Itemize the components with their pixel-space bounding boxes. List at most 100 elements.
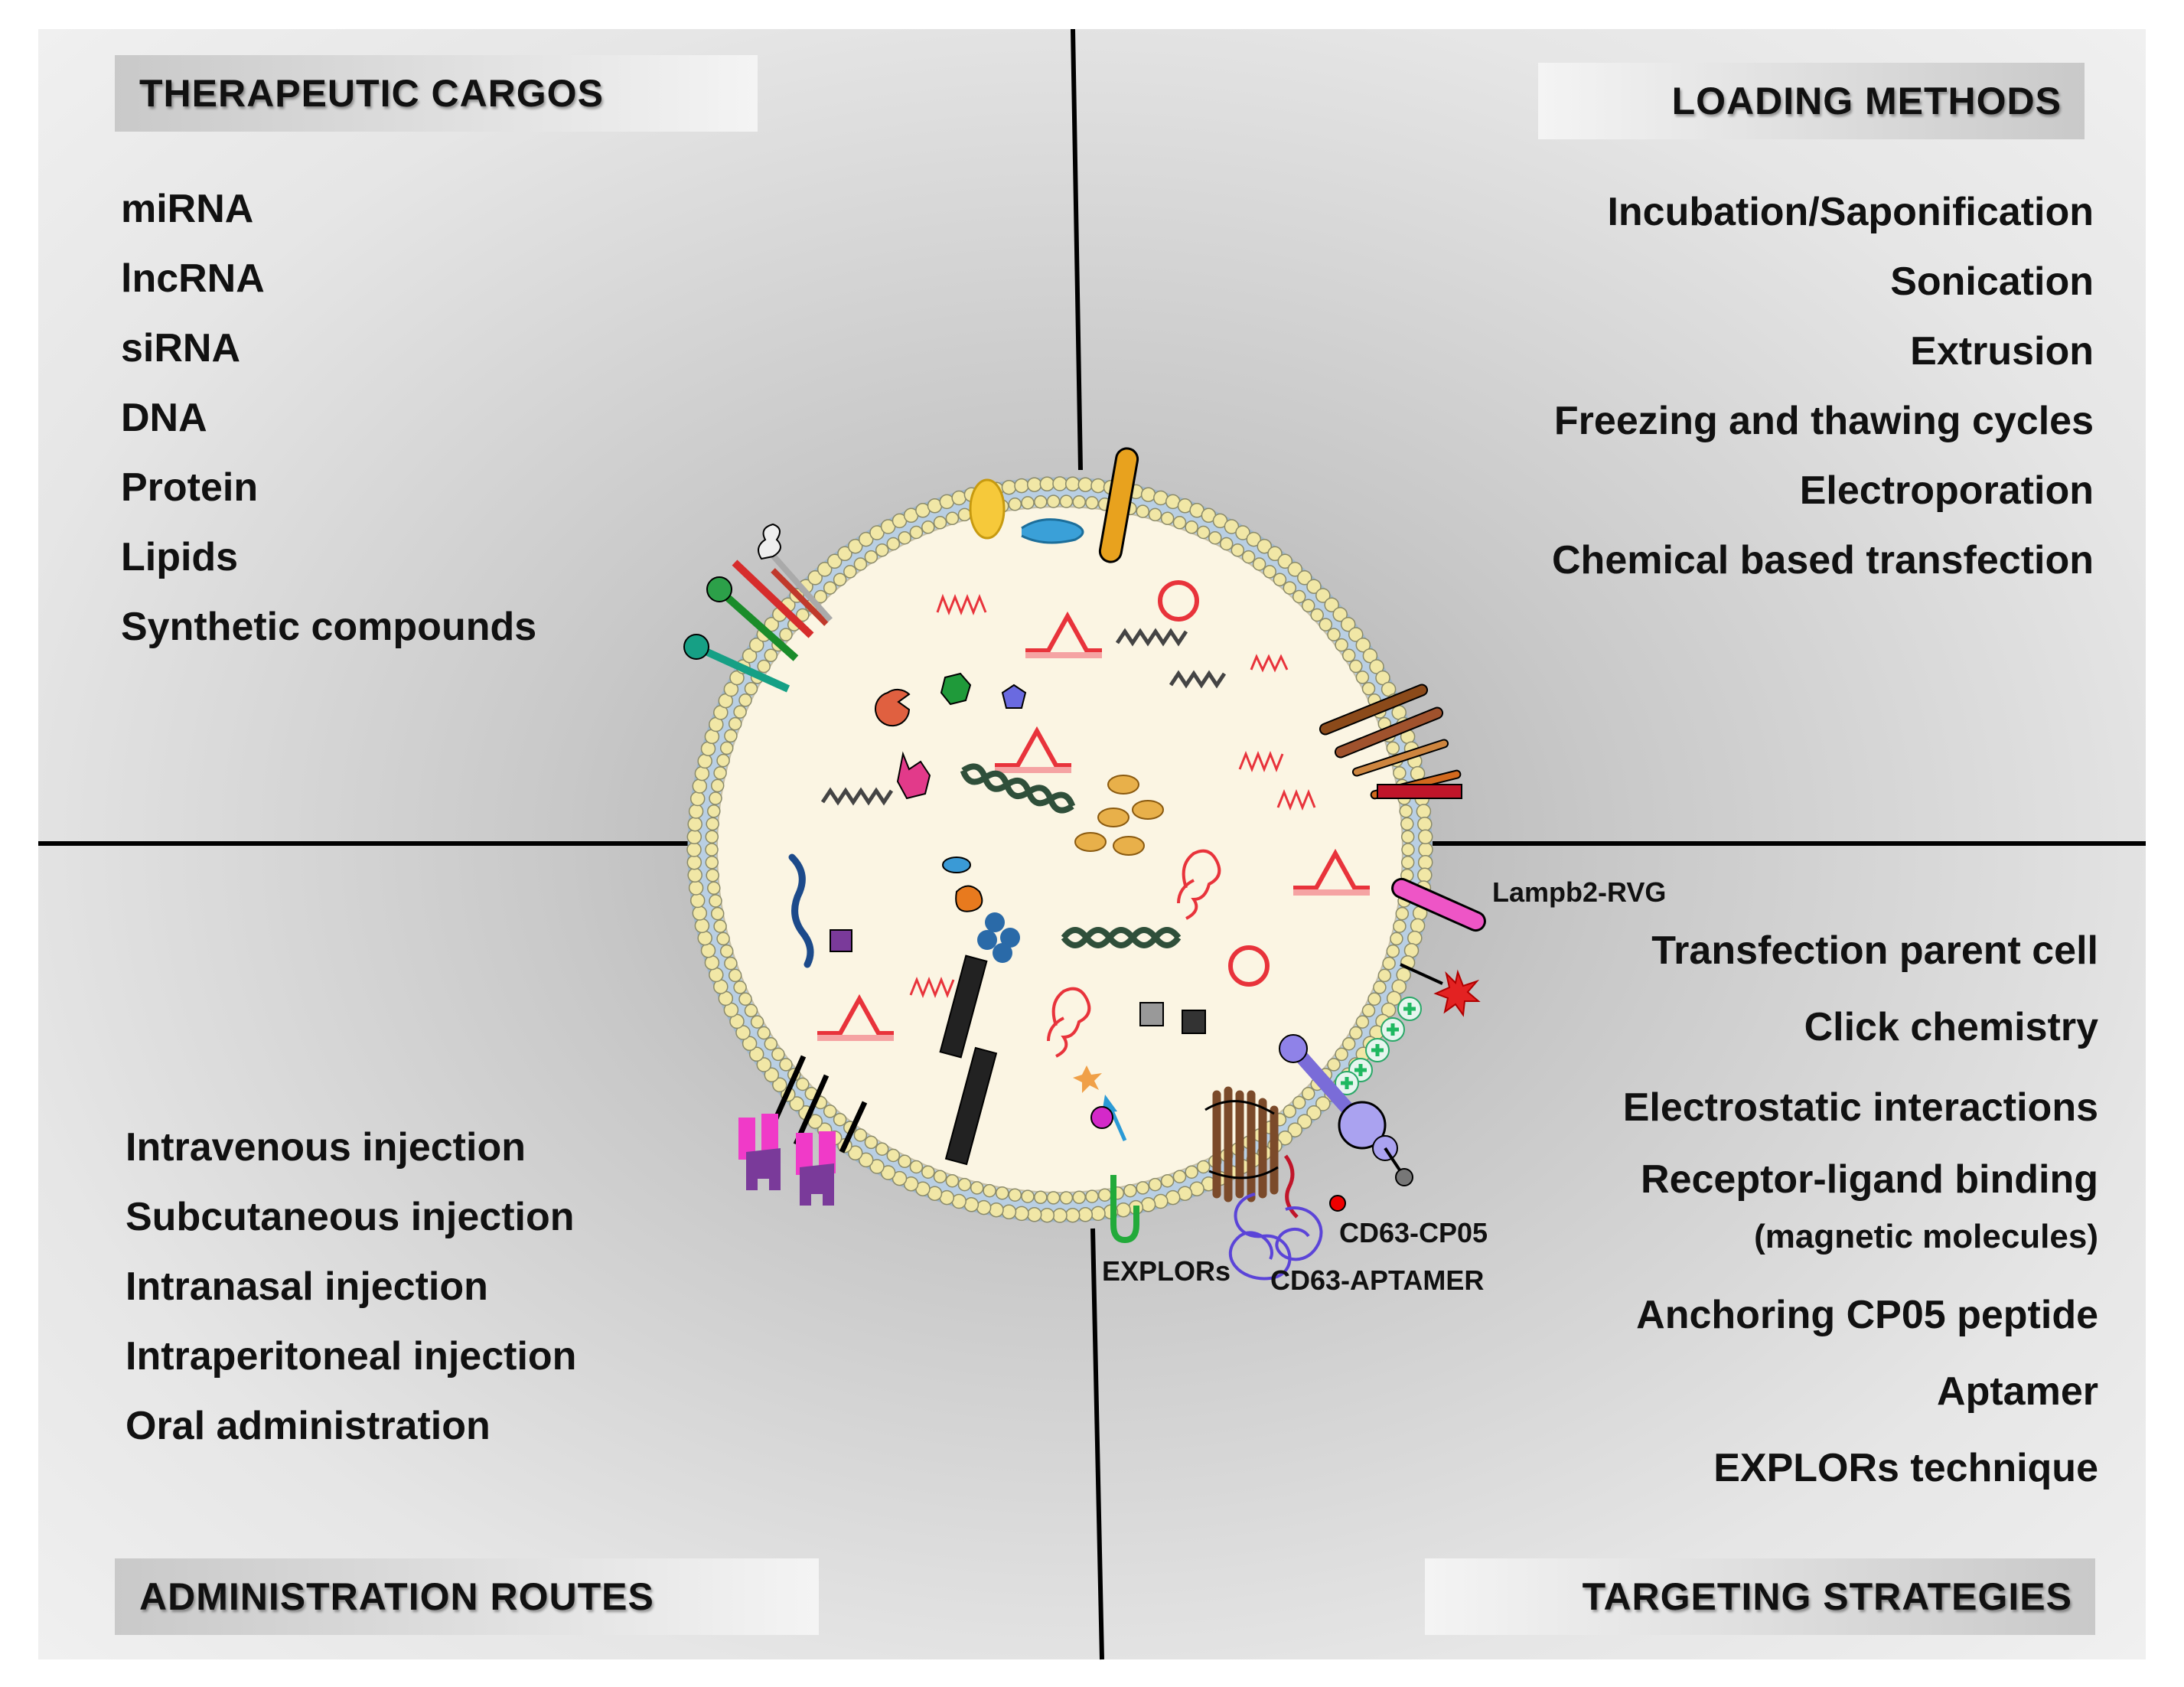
lipid-head — [729, 670, 745, 686]
star-icon — [1073, 1065, 1102, 1093]
lipid-head — [1116, 1202, 1131, 1218]
protein-cluster-icon — [985, 912, 1005, 932]
lipid-head — [858, 1152, 874, 1168]
lipid-head — [1153, 1193, 1169, 1209]
lipid-head — [1341, 1036, 1356, 1051]
lipid-head — [771, 1047, 785, 1062]
lipid-head — [1301, 599, 1315, 613]
lipid-head — [713, 766, 727, 780]
targeting-strategies-header: TARGETING STRATEGIES — [1425, 1558, 2095, 1635]
lipid-head — [1140, 1197, 1156, 1212]
lipid-head — [976, 1199, 992, 1215]
lipid-head — [1373, 981, 1387, 994]
protein-cluster-icon — [993, 943, 1012, 963]
lipid-head — [686, 842, 702, 857]
therapeutic-cargos-header: THERAPEUTIC CARGOS — [115, 55, 758, 132]
lipid-head — [1263, 565, 1276, 579]
lipid-head — [735, 1025, 751, 1040]
lipid-head — [1349, 1026, 1363, 1040]
lipid-head — [1283, 1105, 1297, 1118]
double-helix-icon — [1061, 927, 1182, 948]
lipid-head — [1090, 1206, 1106, 1222]
lipid-head — [707, 804, 721, 818]
lipid-head — [1400, 817, 1414, 831]
list-item: Sonication — [1890, 259, 2094, 304]
lipid-head — [847, 538, 863, 554]
lipid-head — [823, 581, 837, 595]
lipid-head — [1399, 804, 1413, 818]
plus-icon — [1371, 1044, 1384, 1056]
lipid-head — [728, 968, 742, 983]
lipid-head — [1327, 1058, 1341, 1072]
list-item: Oral administration — [125, 1404, 491, 1448]
lipid-head — [1014, 478, 1029, 494]
lipid-head — [1039, 476, 1055, 492]
list-item: Intravenous injection — [125, 1125, 526, 1170]
positive-charges — [1335, 997, 1422, 1095]
magnetic-bead-icon — [1395, 1168, 1413, 1186]
lipid-head — [710, 906, 725, 921]
lipid-head — [1077, 1207, 1094, 1222]
lipid-head — [1046, 1191, 1061, 1205]
lipid-head — [1185, 1165, 1198, 1179]
lipid-head — [1059, 1191, 1074, 1205]
lipid-head — [1410, 918, 1426, 934]
lipid-head — [1072, 494, 1086, 509]
lipid-head — [716, 932, 730, 946]
lipid-head — [1417, 867, 1433, 883]
lipid-head — [858, 531, 874, 547]
plus-icon — [1387, 1023, 1399, 1036]
lipid-head — [697, 753, 712, 769]
lipid-head — [1140, 487, 1156, 502]
ligand-head — [683, 634, 709, 660]
lipid-head — [869, 1159, 885, 1174]
coiled-rod-icon — [939, 954, 988, 1059]
lipid-head — [951, 490, 967, 506]
lipid-head — [1367, 992, 1381, 1006]
rod — [1334, 706, 1444, 759]
plasmid-icon — [1158, 580, 1199, 622]
lipid-head — [995, 1186, 1009, 1200]
lipid-head — [817, 562, 833, 577]
lipid-head — [1306, 1105, 1322, 1121]
therapeutic-cargos-list: miRNA lncRNA siRNA DNA Protein Lipids Sy… — [121, 175, 536, 662]
purple-base — [800, 1163, 834, 1206]
lipid-head — [705, 830, 719, 844]
lipid-head — [1297, 1114, 1312, 1129]
lipid-head — [880, 1165, 896, 1180]
lipid-head — [1417, 829, 1433, 845]
list-item: Click chemistry — [1804, 1005, 2098, 1049]
lipid-head — [1136, 1181, 1150, 1195]
lipid-head — [1136, 504, 1150, 518]
lipid-head — [789, 1096, 804, 1111]
lipid-head — [898, 530, 911, 545]
lipid-head — [1355, 637, 1371, 653]
list-item: Intranasal injection — [125, 1264, 488, 1309]
targeting-strategies-list: Transfection parent cell Click chemistry… — [1623, 912, 2098, 1506]
lipid-head — [1382, 956, 1396, 971]
lipid-head — [1034, 1190, 1048, 1205]
list-item: siRNA — [121, 326, 241, 370]
disc-protein-icon — [942, 857, 971, 873]
lncrna-icon — [817, 994, 894, 1036]
lipid-head — [1335, 1047, 1348, 1062]
receptor-ligand-complex — [1279, 1034, 1413, 1186]
lipid-head — [1196, 1160, 1211, 1174]
lipid-head — [1252, 557, 1266, 571]
list-item: Chemical based transfection — [1552, 538, 2094, 582]
lipid-head — [733, 981, 747, 994]
lipid-head — [909, 525, 924, 540]
list-item: Receptor-ligand binding — [1641, 1157, 2098, 1202]
list-item: Protein — [121, 465, 259, 510]
lipid-head — [686, 854, 702, 870]
cd63-helices — [1212, 1086, 1279, 1202]
lipid-head — [1208, 530, 1222, 545]
lipid-head — [1046, 494, 1061, 508]
lipid-head — [1014, 1206, 1029, 1222]
lipid-head — [1362, 648, 1378, 664]
dna-strand-icon — [820, 787, 894, 806]
lipid-head — [744, 681, 758, 696]
lipid-head — [1349, 659, 1363, 674]
lipid-droplet-icon — [1107, 775, 1139, 795]
lipid-head — [886, 1148, 901, 1163]
